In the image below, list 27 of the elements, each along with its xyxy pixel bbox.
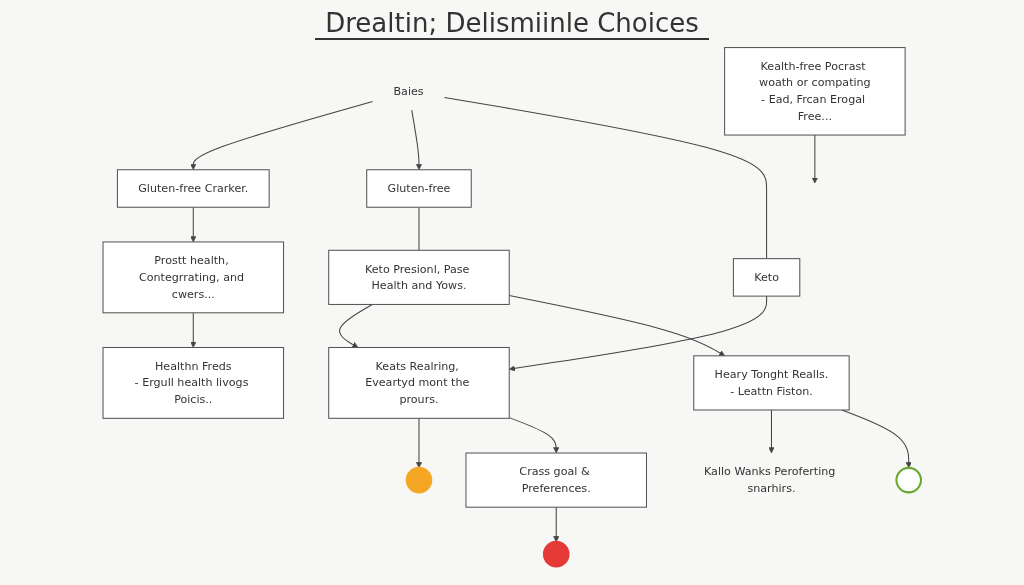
arrow <box>339 303 373 348</box>
node-box: Healthn Freds - Ergull health livogs Poicis.. <box>102 347 285 419</box>
diagram-title: Drealtin; Delismiinle Choices <box>315 8 709 40</box>
node-box: Keto <box>732 258 801 297</box>
node-box: Kealth-free Pocrast woath or compating - Ead, Frcan Erogal Free... <box>724 47 906 136</box>
arrow <box>508 417 560 454</box>
arrow <box>553 506 560 543</box>
arrow <box>811 134 818 184</box>
node-box: Crass goal & Preferences. <box>465 452 647 508</box>
arrow <box>190 100 374 171</box>
arrow <box>190 206 197 243</box>
node-text: Kallo Wanks Peroferting snarhirs. <box>704 464 836 495</box>
node-box: Keats Realring, Eveartyd mont the prours. <box>328 347 510 419</box>
node-circle <box>405 466 433 494</box>
node-circle <box>542 540 570 568</box>
arrow <box>411 109 423 171</box>
node-text: Baies <box>393 84 424 98</box>
node-box: Heary Tonght Realls. - Leattn Fiston. <box>693 355 850 411</box>
node-circle <box>895 466 922 494</box>
node-box: Gluten-free <box>366 169 472 208</box>
arrow <box>768 409 775 454</box>
node-box: Prostt health, Contegrrating, and cwers... <box>102 241 285 314</box>
connector <box>443 96 768 260</box>
node-box: Gluten-free Crarker. <box>116 169 270 208</box>
arrow <box>190 312 197 348</box>
connector <box>418 206 420 251</box>
node-box: Keto Presionl, Pase Health and Yows. <box>328 249 510 305</box>
